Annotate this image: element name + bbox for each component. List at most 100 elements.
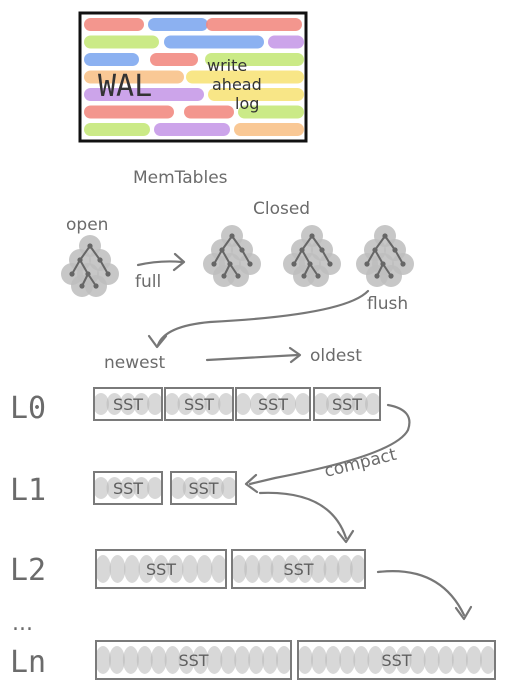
tree-dot xyxy=(79,283,85,289)
wal-stripe xyxy=(150,53,198,66)
sst-blob xyxy=(283,555,300,583)
sst-box: SST xyxy=(93,471,163,505)
wal-label: WAL xyxy=(98,69,152,104)
tree-edge xyxy=(366,249,376,265)
sst-blob xyxy=(150,646,167,674)
wal-note-line-3: log xyxy=(235,94,259,113)
tree-edge xyxy=(99,259,109,275)
closed-memtable-tree-1 xyxy=(203,225,261,287)
tree-dot xyxy=(291,261,297,267)
sst-blob xyxy=(178,646,195,674)
tree-edge xyxy=(321,249,331,265)
tree-edge xyxy=(311,235,323,251)
order-arrow-head xyxy=(288,346,302,364)
sst-border xyxy=(93,387,163,421)
sst-blob xyxy=(133,477,150,499)
level-label-ellipsis: ... xyxy=(12,611,33,636)
sst-blob xyxy=(437,646,454,674)
tree-dot xyxy=(85,271,91,277)
sst-blob xyxy=(147,393,163,415)
sst-blob xyxy=(106,477,123,499)
tree-dot xyxy=(380,261,386,267)
sst-blob xyxy=(235,393,251,415)
sst-blob xyxy=(167,555,184,583)
sst-blob xyxy=(120,393,136,415)
sst-box: SST xyxy=(235,387,311,421)
tree-edge xyxy=(374,235,386,251)
tree-edge xyxy=(301,235,313,251)
sst-blob xyxy=(276,646,292,674)
wal-border xyxy=(78,11,308,143)
oldest-label: oldest xyxy=(310,346,362,366)
wal-note-line-2: ahead xyxy=(212,75,262,94)
tree-dot xyxy=(77,257,83,263)
full-label: full xyxy=(135,272,161,292)
sst-blob xyxy=(310,555,327,583)
tree-edge xyxy=(241,249,251,265)
level-label-l2: L2 xyxy=(10,553,46,588)
sst-blob xyxy=(339,646,356,674)
tree-dot xyxy=(219,247,225,253)
order-arrow xyxy=(205,353,300,362)
sst-label: SST xyxy=(113,479,143,498)
wal-note-line-1: write xyxy=(207,56,247,75)
wal-stripe xyxy=(84,105,174,119)
sst-blob xyxy=(106,393,123,415)
tree-edge xyxy=(79,245,91,261)
sst-box: SST xyxy=(170,471,237,505)
sst-blob xyxy=(451,646,468,674)
level-label-l1: L1 xyxy=(10,473,46,508)
tree-dot xyxy=(227,261,233,267)
sst-label: SST xyxy=(332,395,362,414)
sst-blob xyxy=(326,393,342,415)
sst-blob xyxy=(480,646,496,674)
sst-blob xyxy=(423,646,440,674)
sst-blob xyxy=(211,555,227,583)
sst-blob xyxy=(270,555,287,583)
tree-edge xyxy=(221,235,233,251)
sst-label: SST xyxy=(258,395,288,414)
sst-border xyxy=(95,640,292,680)
wal-stripe xyxy=(84,53,139,66)
sst-border xyxy=(170,471,237,505)
wal-stripe xyxy=(234,123,304,136)
tree-dot xyxy=(87,243,93,249)
sst-blob xyxy=(257,555,274,583)
sst-blob xyxy=(265,393,281,415)
sst-label: SST xyxy=(188,479,218,498)
open-label: open xyxy=(66,215,108,235)
tree-edge xyxy=(231,235,243,251)
tree-dot xyxy=(211,261,217,267)
sst-box: SST xyxy=(95,640,292,680)
flush-label: flush xyxy=(367,294,408,314)
sst-blob xyxy=(234,646,251,674)
wal-stripe xyxy=(84,123,150,136)
tree-dot xyxy=(105,271,111,277)
wal-stripe xyxy=(184,105,234,119)
tree-edge xyxy=(293,249,303,265)
sst-blob xyxy=(395,646,412,674)
wal-stripes xyxy=(84,18,304,136)
sst-blob xyxy=(250,393,266,415)
sst-blob xyxy=(231,555,247,583)
level-label-ln: Ln xyxy=(10,645,46,680)
sst-blob xyxy=(192,646,209,674)
sst-box: SST xyxy=(164,387,234,421)
tree-edge xyxy=(384,235,396,251)
sst-blob xyxy=(208,477,225,499)
sst-blob xyxy=(133,393,150,415)
sst-blob xyxy=(325,646,342,674)
tree-dot xyxy=(374,273,380,279)
tree-edge xyxy=(301,249,311,265)
sst-blob xyxy=(164,646,181,674)
open-memtable-tree xyxy=(61,235,119,297)
sst-blob xyxy=(409,646,426,674)
sst-blob xyxy=(313,393,329,415)
tree-edge xyxy=(89,245,101,261)
wal-stripe xyxy=(148,18,208,31)
sst-blob xyxy=(204,393,221,415)
sst-blob xyxy=(262,646,279,674)
sst-border xyxy=(297,640,496,680)
sst-blob xyxy=(297,646,313,674)
wal-stripe xyxy=(206,18,302,31)
